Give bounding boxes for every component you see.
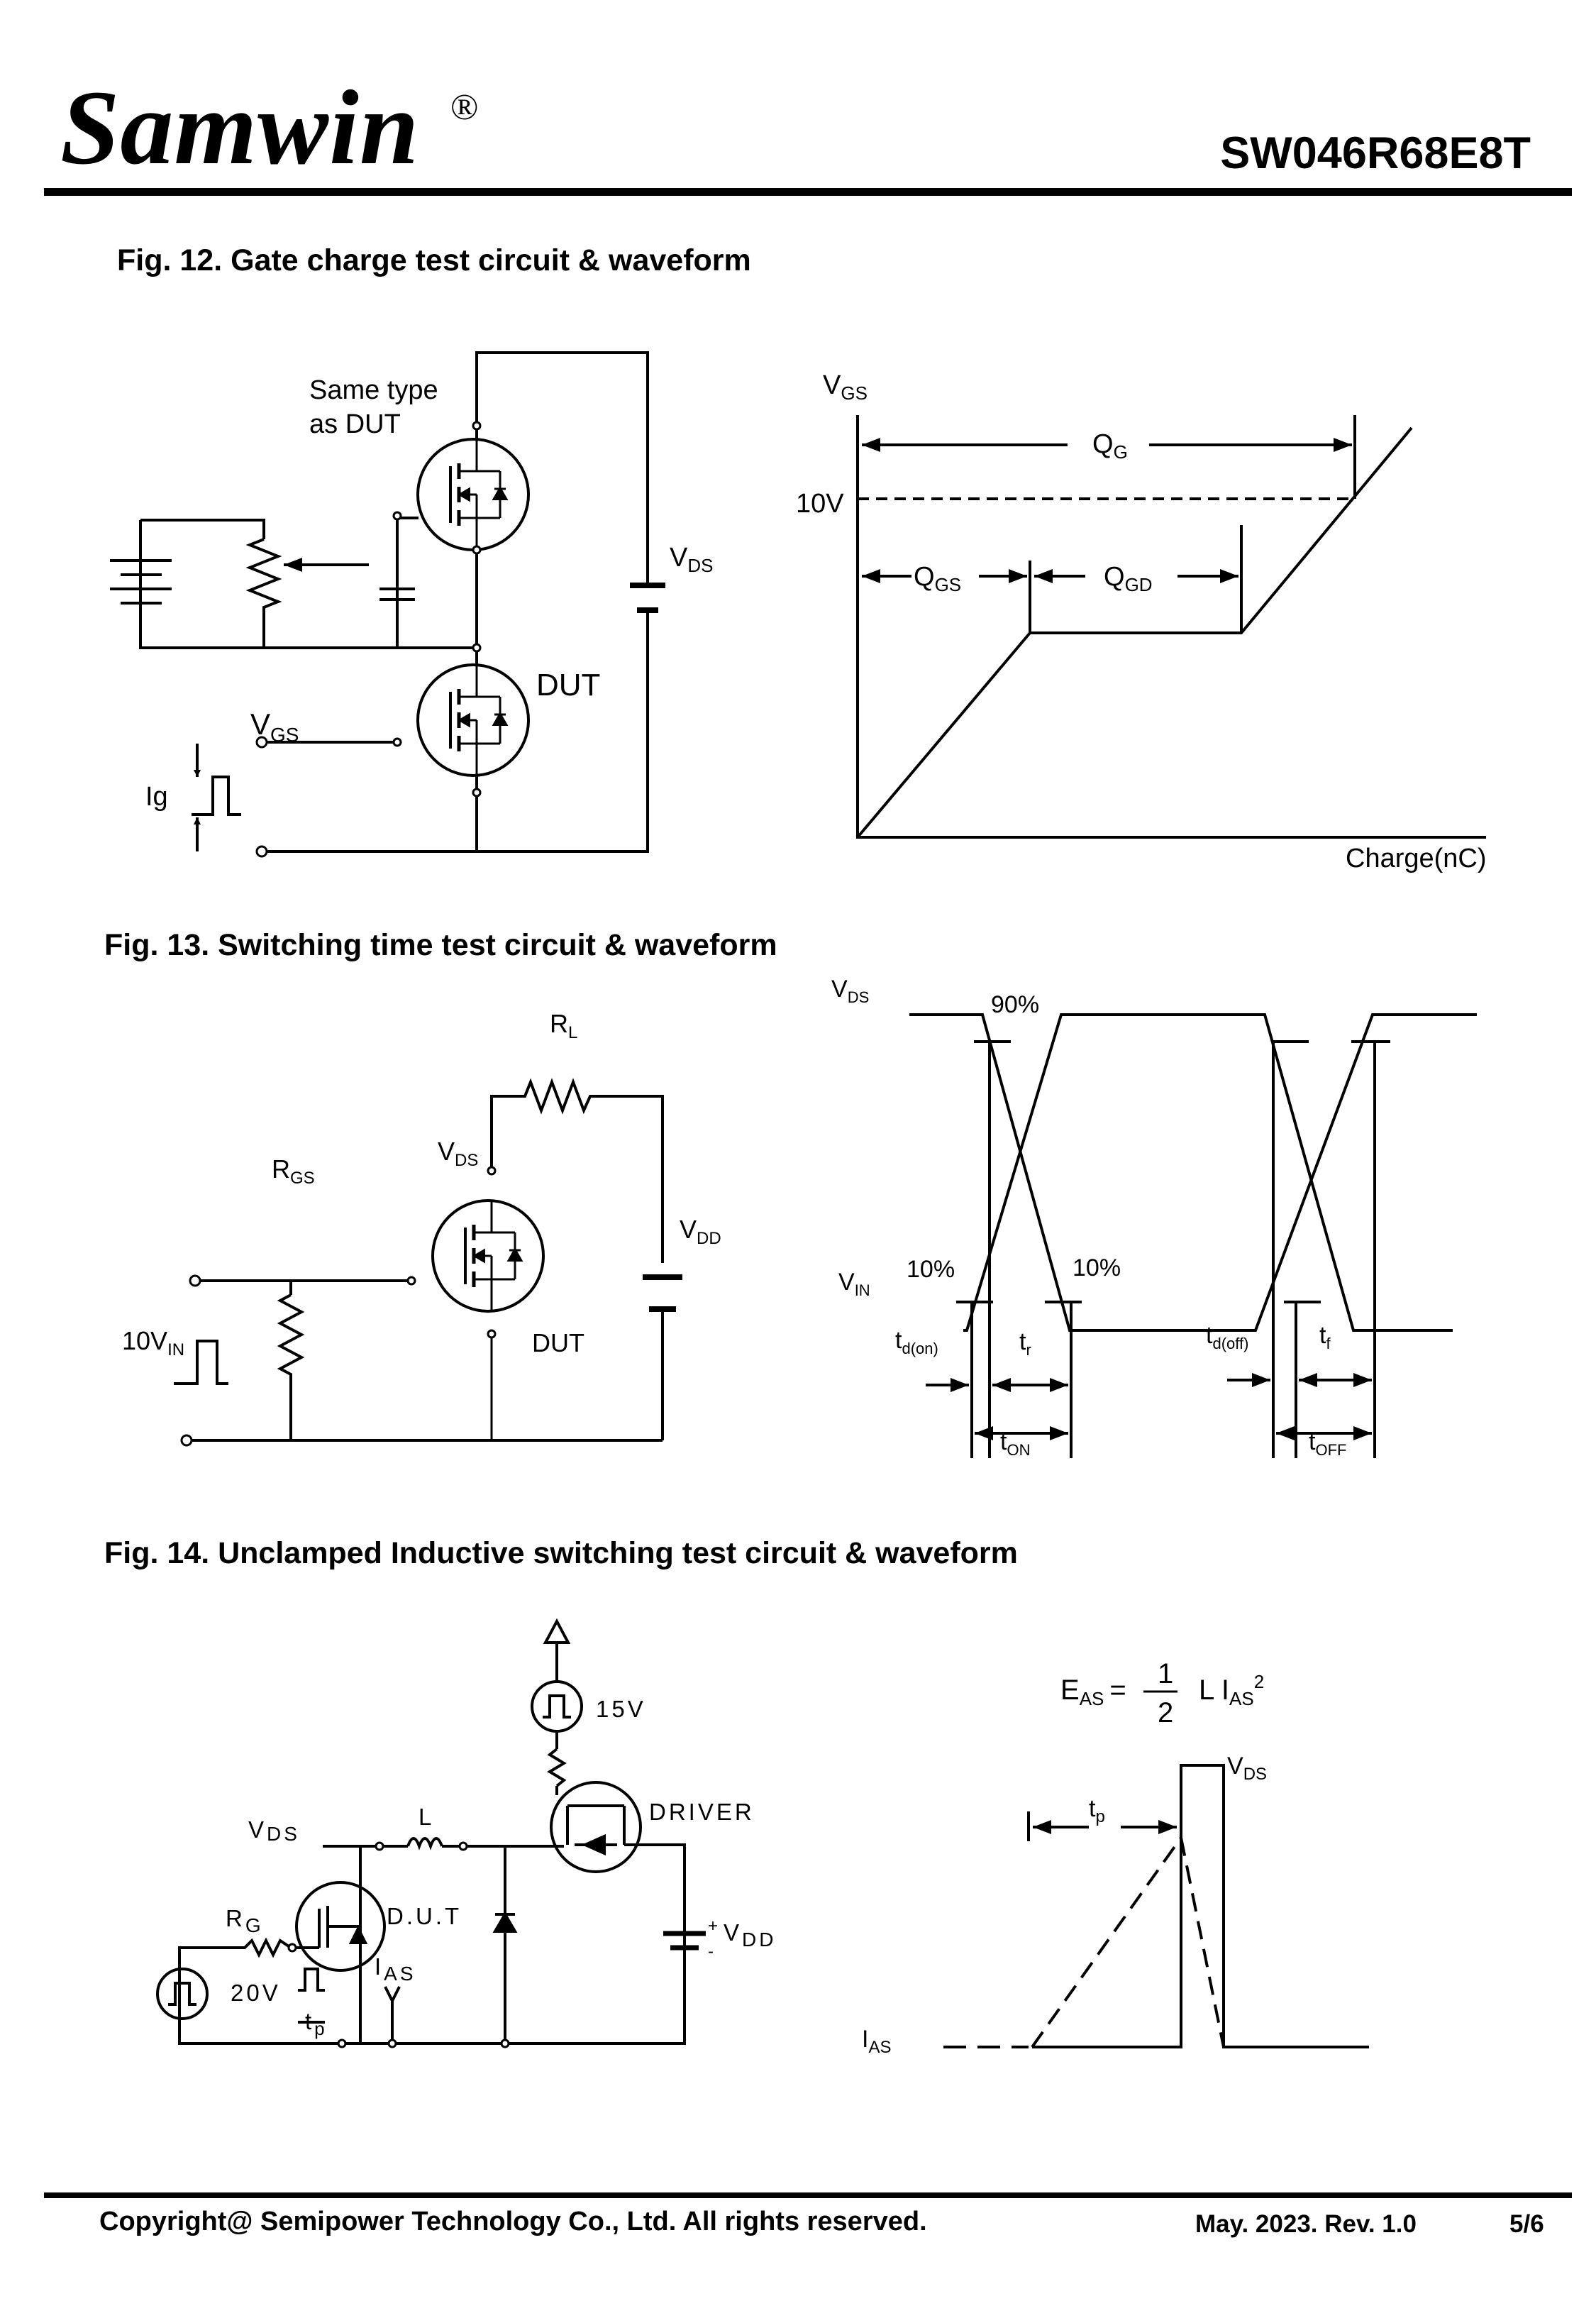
fig14-circuit: [156, 1618, 706, 2045]
fig12-vds-label: VDS: [670, 543, 713, 576]
fig12-same-type-1: Same type: [309, 375, 438, 405]
eq-num: 1: [1158, 1658, 1173, 1689]
fig12-circuit: [110, 351, 665, 853]
fig12-qgs-label: QGS: [914, 562, 961, 595]
eq-eas: EAS=: [1060, 1675, 1126, 1709]
fig13-circuit: [174, 1078, 682, 1442]
fig13-tdon: td(on): [895, 1327, 938, 1357]
fig13-toff: tOFF: [1309, 1428, 1346, 1459]
brand-logo: Samwin: [60, 69, 420, 187]
fig12-10v-label: 10V: [796, 489, 844, 519]
fig14-title: Fig. 14. Unclamped Inductive switching t…: [104, 1536, 1018, 1570]
fig12-title: Fig. 12. Gate charge test circuit & wave…: [117, 243, 751, 277]
fig13-ton: tON: [1000, 1428, 1030, 1459]
fig13-waveform: [909, 1013, 1477, 1458]
fig14-minus: -: [708, 1942, 716, 1961]
fig14-15v: 15V: [596, 1696, 646, 1722]
fig14-dut: D.U.T: [387, 1903, 462, 1929]
fig13-tdoff: td(off): [1206, 1322, 1248, 1352]
fig14-wave-vds: VDS: [1227, 1753, 1267, 1784]
fig13-vin-source: 10VIN: [122, 1326, 184, 1359]
fig14-20v: 20V: [231, 1980, 281, 2006]
header-rule: [44, 188, 1572, 196]
fig14-tp: tp: [305, 2008, 328, 2039]
fig13-tf: tf: [1319, 1322, 1331, 1352]
fig12-dut-label: DUT: [536, 668, 600, 702]
footer-copyright: Copyright@ Semipower Technology Co., Ltd…: [99, 2207, 927, 2236]
fig14-waveform: [943, 1764, 1369, 2048]
fig13-10pct-a: 10%: [907, 1256, 955, 1283]
fig12-same-type-2: as DUT: [309, 409, 401, 439]
fig12-wave-vgs: VGS: [823, 370, 868, 404]
fig12-qg-label: QG: [1092, 429, 1128, 463]
footer-rule: [44, 2192, 1572, 2198]
fig12-ig-label: Ig: [145, 782, 168, 812]
fig13-90pct: 90%: [991, 991, 1039, 1018]
fig13-rl-label: RL: [550, 1009, 577, 1042]
fig13-vdd-label: VDD: [680, 1215, 721, 1248]
fig14-ias: IAS: [375, 1953, 416, 1985]
fig14-vds: VDS: [248, 1816, 300, 1845]
eq-den: 2: [1158, 1697, 1173, 1728]
fig13-title: Fig. 13. Switching time test circuit & w…: [104, 928, 777, 962]
fig14-driver: DRIVER: [649, 1799, 755, 1825]
fig13-wave-vds: VDS: [831, 976, 869, 1006]
fig13-wave-vin: VIN: [838, 1269, 870, 1299]
part-number: SW046R68E8T: [1220, 128, 1531, 178]
fig14-equation: EAS= 1 2 L IAS2: [1060, 1658, 1264, 1728]
registered-mark: ®: [450, 87, 479, 128]
fig14-wave-tp: tp: [1089, 1795, 1105, 1826]
footer-date: May. 2023. Rev. 1.0: [1195, 2210, 1417, 2238]
eq-lias: L IAS2: [1199, 1671, 1264, 1709]
footer-page-number: 5/6: [1509, 2210, 1544, 2238]
fig12-xaxis-label: Charge(nC): [1346, 844, 1487, 873]
fig12-qgd-label: QGD: [1104, 562, 1153, 595]
fig13-rgs-label: RGS: [272, 1154, 315, 1188]
fig14-wave-ias: IAS: [862, 2026, 891, 2057]
fig14-vdd: VDD: [724, 1919, 776, 1951]
fig13-10pct-b: 10%: [1073, 1254, 1121, 1281]
fig12-vgs-label: VGS: [250, 707, 299, 746]
fig13-tr: tr: [1019, 1328, 1031, 1359]
fig13-vds-label: VDS: [438, 1137, 478, 1170]
fig14-l: L: [419, 1804, 434, 1830]
fig12-waveform: [856, 415, 1486, 839]
fig14-plus: +: [708, 1916, 721, 1936]
fig12-nodes: [255, 421, 482, 858]
fig13-dut-label: DUT: [532, 1328, 584, 1357]
fig14-rg: RG: [226, 1905, 264, 1936]
